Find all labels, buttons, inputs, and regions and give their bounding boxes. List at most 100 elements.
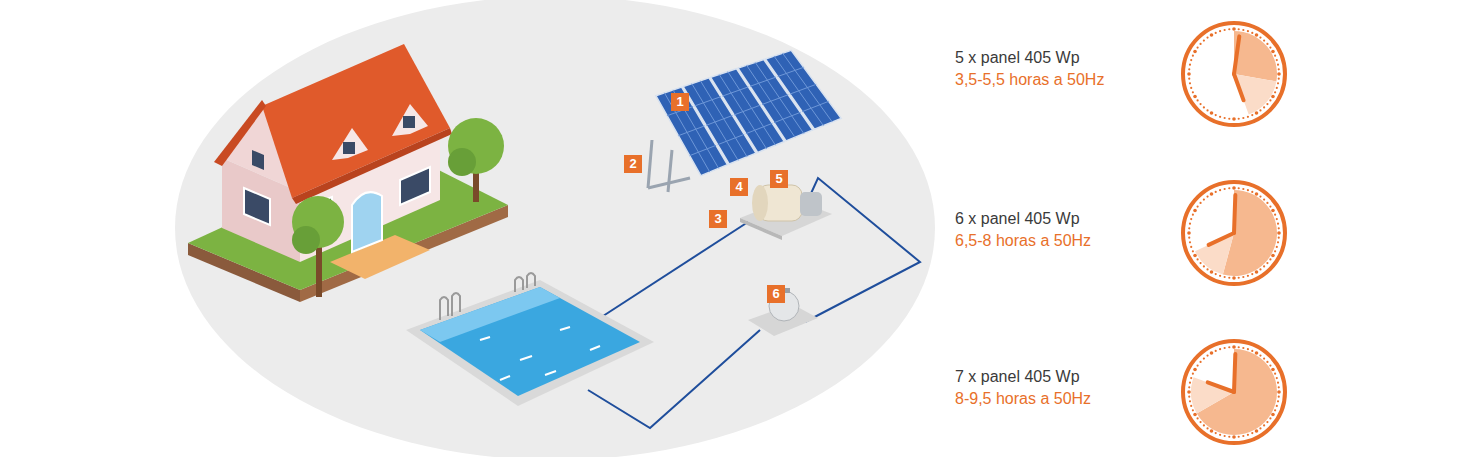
- clock-dot: [1271, 209, 1275, 213]
- clock-dot: [1189, 382, 1191, 384]
- clock-dot: [1224, 117, 1226, 119]
- clock-dot: [1269, 46, 1271, 48]
- clock-dot: [1219, 348, 1221, 350]
- callout-number: 3: [709, 210, 727, 228]
- clock-dot: [1192, 214, 1194, 216]
- clock-dot: [1278, 227, 1280, 229]
- clock-dot: [1215, 114, 1217, 116]
- pool-water: [420, 287, 560, 342]
- panel-grid: [774, 112, 800, 122]
- clock-face: [1183, 341, 1285, 443]
- clock-face: [1183, 182, 1285, 284]
- clock-dot: [1215, 432, 1217, 434]
- clock-dot: [1274, 409, 1276, 411]
- clock-dot: [1228, 187, 1230, 189]
- clock-dot: [1188, 78, 1190, 80]
- window: [244, 188, 270, 225]
- panel-grid: [678, 126, 704, 136]
- clock-dot: [1188, 396, 1190, 398]
- panel-grid: [706, 116, 732, 126]
- clock-dot: [1210, 429, 1214, 433]
- clock-dot: [1206, 354, 1208, 356]
- clock-dot: [1274, 373, 1276, 375]
- pool-ladder: [440, 273, 535, 320]
- clock-dot: [1263, 357, 1265, 359]
- clock-dot: [1266, 43, 1268, 45]
- clock-dot: [1276, 377, 1278, 379]
- clock-dot: [1269, 258, 1271, 260]
- clock-dot: [1255, 351, 1259, 355]
- clock-dot: [1210, 351, 1214, 355]
- callout-number: 1: [671, 93, 689, 111]
- clock-dot: [1242, 29, 1244, 31]
- clock-dot: [1228, 28, 1230, 30]
- clock-dot: [1224, 435, 1226, 437]
- clock-dot: [1266, 421, 1268, 423]
- clock-dot: [1278, 68, 1280, 70]
- clock-dot: [1247, 189, 1249, 191]
- clock-dot: [1224, 276, 1226, 278]
- panel-count: 6 x panel 405 Wp: [955, 209, 1080, 229]
- clock-dot: [1188, 237, 1190, 239]
- clock-dot: [1269, 364, 1271, 366]
- clock-dot: [1232, 186, 1236, 190]
- pump-motor: [800, 192, 822, 216]
- pipe: [600, 222, 748, 318]
- ground-ellipse: [175, 0, 935, 457]
- clock-dot: [1219, 189, 1221, 191]
- clock-dot: [1210, 111, 1214, 115]
- clock-dot: [1266, 361, 1268, 363]
- clock-dot: [1251, 432, 1253, 434]
- clock-dot: [1251, 114, 1253, 116]
- clock-dot: [1199, 421, 1201, 423]
- clock-dot: [1277, 390, 1281, 394]
- pipe: [805, 178, 920, 322]
- clock-dot: [1277, 82, 1279, 84]
- panel-grid: [790, 84, 816, 94]
- clock-hand: [1209, 233, 1234, 245]
- clocks: [1183, 23, 1285, 443]
- panel-grid: [734, 105, 760, 115]
- clock-dot: [1189, 400, 1191, 402]
- clock-dot: [1266, 202, 1268, 204]
- clock-dot: [1276, 246, 1278, 248]
- callout-number: 6: [767, 285, 785, 303]
- clock-dot: [1274, 55, 1276, 57]
- panel-count: 5 x panel 405 Wp: [955, 48, 1080, 68]
- clock-dot: [1190, 218, 1192, 220]
- clock-dot: [1251, 350, 1253, 352]
- panel-grid: [783, 53, 833, 122]
- clock-dot: [1193, 368, 1197, 372]
- water-ripples: [480, 327, 600, 380]
- clock-dot: [1192, 91, 1194, 93]
- clock-dot: [1190, 87, 1192, 89]
- clock-dot: [1263, 198, 1265, 200]
- clock-dot: [1228, 277, 1230, 279]
- clock-dot: [1215, 273, 1217, 275]
- clock-dot: [1271, 413, 1275, 417]
- clock-dot: [1219, 30, 1221, 32]
- clock-dot: [1196, 46, 1198, 48]
- clock-dot: [1251, 32, 1253, 34]
- clock-dot: [1188, 227, 1190, 229]
- tree-canopy: [448, 148, 476, 176]
- clock-hand: [1208, 382, 1234, 392]
- clock-sector: [1195, 233, 1234, 275]
- clock-dot: [1190, 59, 1192, 61]
- clock-dot: [1224, 188, 1226, 190]
- clock-dot: [1259, 109, 1261, 111]
- clock-hand: [1234, 195, 1235, 233]
- clock-dot: [1215, 32, 1217, 34]
- run-time: 6,5-8 horas a 50Hz: [955, 231, 1091, 251]
- clock-dot: [1196, 258, 1198, 260]
- panel-grid: [722, 87, 748, 96]
- clock-dot: [1192, 373, 1194, 375]
- clock-dot: [1269, 99, 1271, 101]
- clock-dot: [1206, 268, 1208, 270]
- clock-dot: [1277, 231, 1281, 235]
- clock-dot: [1196, 99, 1198, 101]
- clock-dot: [1251, 273, 1253, 275]
- clock-dot: [1274, 91, 1276, 93]
- clock-dot: [1219, 434, 1221, 436]
